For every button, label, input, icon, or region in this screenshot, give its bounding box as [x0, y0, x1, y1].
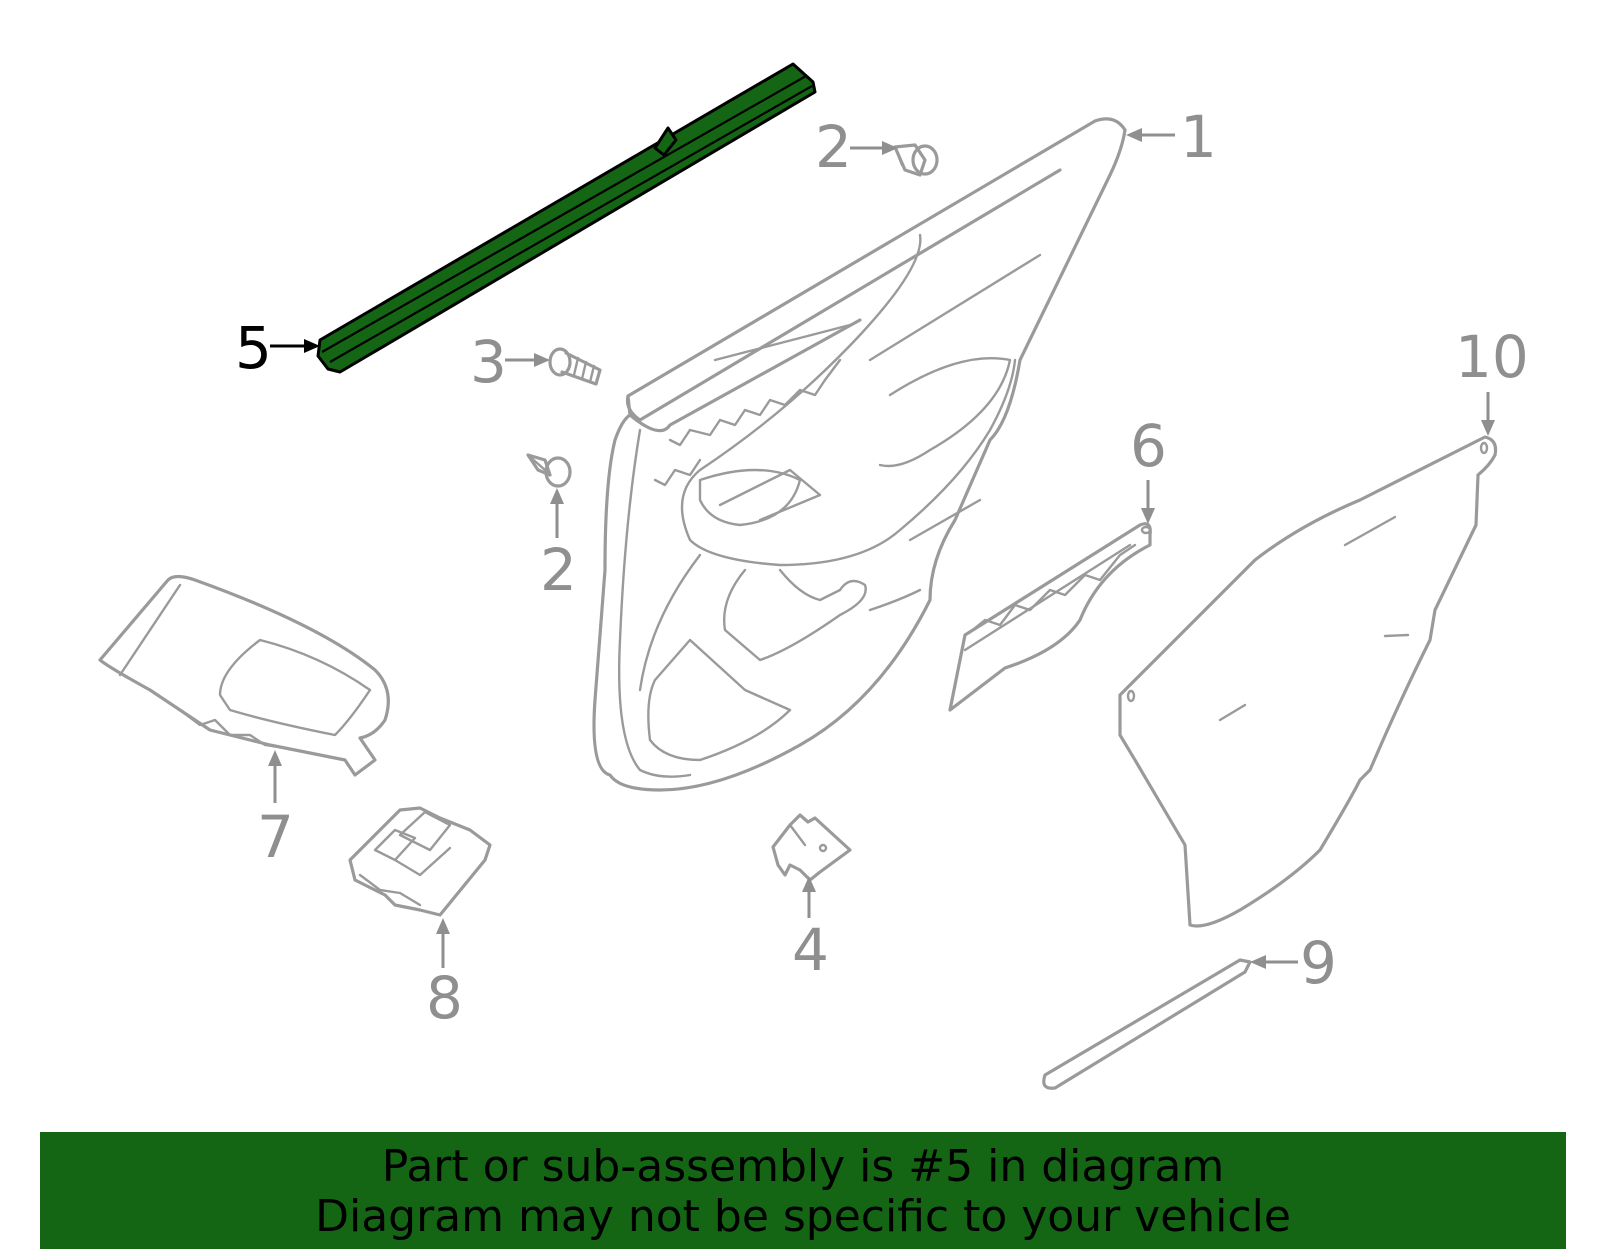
info-banner: Part or sub-assembly is #5 in diagram Di…	[40, 1132, 1566, 1249]
banner-line-1: Part or sub-assembly is #5 in diagram	[381, 1141, 1225, 1192]
part-8-switch-module[interactable]	[348, 806, 492, 917]
part-2-clip-top[interactable]	[893, 143, 939, 177]
part-10-water-shield[interactable]	[1118, 435, 1498, 928]
callout-8[interactable]: 8	[426, 964, 463, 1032]
part-6-switch-bezel[interactable]	[948, 522, 1152, 712]
banner-line-2: Diagram may not be specific to your vehi…	[315, 1191, 1291, 1242]
callout-2-middle[interactable]: 2	[540, 536, 577, 604]
part-9-trim-strip[interactable]	[1042, 958, 1252, 1090]
callout-1[interactable]: 1	[1180, 103, 1217, 171]
callout-3[interactable]: 3	[470, 328, 507, 396]
callout-6[interactable]: 6	[1130, 412, 1167, 480]
part-7-armrest[interactable]	[98, 574, 390, 777]
callout-5[interactable]: 5	[235, 314, 272, 382]
callout-2-top[interactable]: 2	[815, 113, 852, 181]
callout-4[interactable]: 4	[792, 916, 829, 984]
part-5-weatherstrip[interactable]	[316, 62, 817, 374]
callout-7[interactable]: 7	[257, 803, 294, 871]
part-3-screw[interactable]	[548, 347, 602, 386]
part-2-clip-middle[interactable]	[526, 453, 572, 488]
part-4-bracket[interactable]	[771, 813, 852, 882]
callout-9[interactable]: 9	[1300, 929, 1337, 997]
callout-10[interactable]: 10	[1455, 323, 1529, 391]
callout-arrows	[268, 128, 1495, 969]
part-1-door-trim-panel[interactable]	[592, 117, 1127, 792]
